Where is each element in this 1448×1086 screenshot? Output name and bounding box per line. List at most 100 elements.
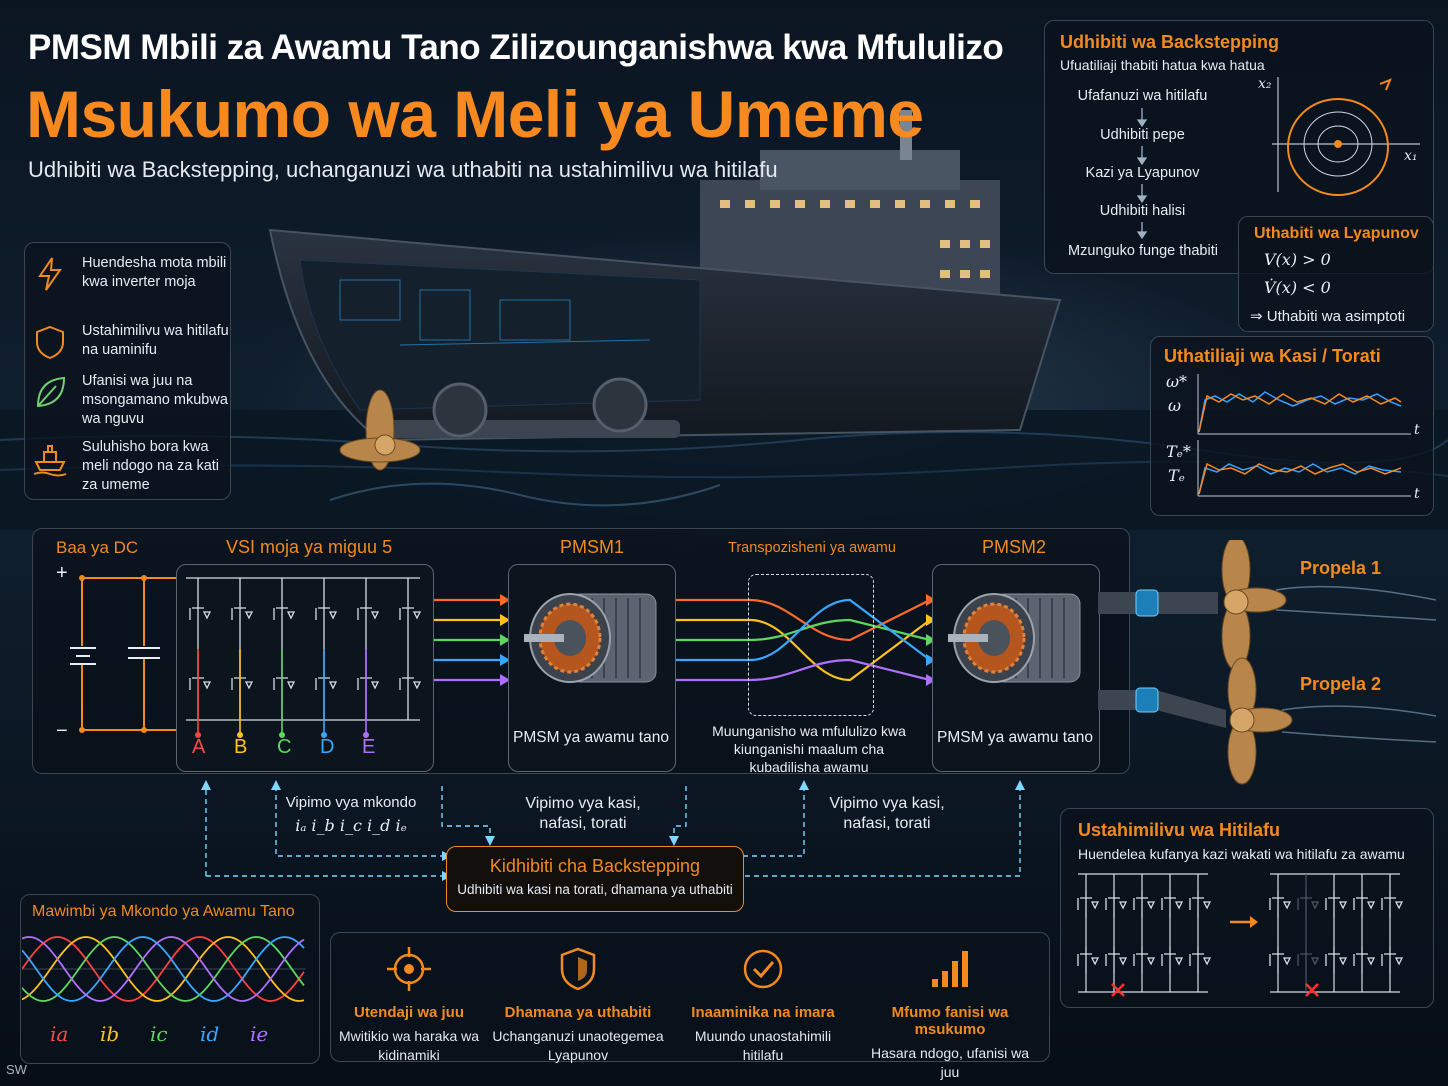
page-subtitle: Udhibiti wa Backstepping, uchanganuzi wa… [28, 157, 778, 182]
phase-current-wave [22, 936, 305, 1002]
step-5: Mzunguko funge thabiti [1068, 243, 1218, 259]
phase-current-wave [22, 936, 305, 1002]
lyapunov-line-2: V̇(x) < 0 [1264, 278, 1331, 297]
step-3: Kazi ya Lyapunov [1085, 165, 1200, 181]
fault-title: Ustahimilivu wa Hitilafu [1078, 820, 1281, 840]
axis-x1-label: x₁ [1404, 148, 1418, 164]
speed-ref-label: ω* [1166, 372, 1188, 391]
phase-current-wave [22, 936, 305, 1002]
backstepping-subtitle: Ufuatiliaji thabiti hatua kwa hatua [1060, 57, 1265, 73]
time-label-2: t [1414, 486, 1420, 502]
lyapunov-panel [1238, 216, 1434, 332]
step-arrows [1136, 108, 1148, 240]
benefit-title: Inaaminika na imara [691, 1004, 835, 1021]
transposition-box [748, 574, 874, 716]
current-variables: iₐ i_b i_c i_d iₑ [295, 816, 407, 835]
vsi-switches [186, 577, 422, 738]
check-circle-icon [743, 949, 783, 989]
phase-portrait [1272, 77, 1420, 196]
wave-label-ie: ie [250, 1022, 269, 1046]
benefit-item: Utendaji wa juu Mwitikio wa haraka wa ki… [334, 945, 484, 1065]
phase-wires [434, 594, 936, 686]
phase-d-label: D [320, 736, 335, 758]
propeller-2-label: Propela 2 [1300, 674, 1382, 694]
lightning-icon [38, 257, 62, 291]
backstepping-title: Udhibiti wa Backstepping [1060, 32, 1280, 52]
pmsm1-motor-icon [524, 593, 657, 683]
target-icon [387, 947, 431, 991]
feature-text: Ufanisi wa juu na msongamano mkubwa wa n… [82, 373, 228, 427]
leaf-icon [36, 376, 66, 408]
ship-icon [33, 445, 67, 477]
tracking-plots [1197, 374, 1411, 497]
phase-node [363, 732, 369, 738]
dc-bus-label: Baa ya DC [56, 538, 139, 557]
phase-c-label: C [277, 736, 292, 758]
pmsm2-motor-icon [948, 593, 1081, 683]
benefit-title: Utendaji wa juu [353, 1004, 464, 1021]
transposition-description: Muunganisho wa mfululizo kwa kiunganishi… [712, 723, 906, 775]
vsi-block [176, 564, 434, 772]
benefit-desc: Uchanganuzi unaotegemea Lyapunov [492, 1028, 664, 1063]
feature-text: Ustahimilivu wa hitilafu na uaminifu [82, 323, 229, 358]
benefit-title: Mfumo fanisi wa msukumo [891, 1004, 1009, 1038]
page-title: PMSM Mbili za Awamu Tano Zilizounganishw… [28, 28, 1004, 67]
features-panel [24, 242, 231, 500]
phase-node [237, 732, 243, 738]
tracking-panel [1150, 336, 1434, 516]
feature-item: Ustahimilivu wa hitilafu na uaminifu [30, 322, 230, 362]
time-label-1: t [1414, 422, 1420, 438]
shield-icon [36, 325, 64, 360]
pmsm2-description: PMSM ya awamu tano [937, 729, 1093, 746]
pmsm1-description: PMSM ya awamu tano [513, 729, 669, 746]
speed-label: ω [1168, 396, 1182, 415]
step-2: Udhibiti pepe [1100, 127, 1185, 143]
torque-label: Tₑ [1168, 466, 1185, 485]
shield-check-icon [560, 947, 596, 991]
phase-node [279, 732, 285, 738]
feature-text: Suluhisho bora kwa meli ndogo na za kati… [82, 439, 220, 493]
backstepping-controller [446, 846, 744, 912]
current-measurement-label: Vipimo vya mkondo [285, 794, 417, 811]
feedback-paths [201, 780, 1025, 881]
speed-measurement-1: Vipimo vya kasi, nafasi, torati [525, 795, 641, 832]
benefit-item: Dhamana ya uthabiti Uchanganuzi unaotege… [488, 945, 668, 1065]
phase-b-label: B [234, 736, 248, 758]
axis-x2-label: x₂ [1258, 76, 1272, 92]
wave-label-id: id [200, 1022, 220, 1046]
minus-terminal: − [56, 720, 68, 742]
pmsm1-label: PMSM1 [560, 537, 625, 557]
dc-bus-circuit [70, 575, 180, 733]
phase-e-label: E [362, 736, 376, 758]
phase-current-wave [22, 936, 305, 1002]
feature-item: Huendesha mota mbili kwa inverter moja [30, 254, 230, 294]
transposition-label: Transpozisheni ya awamu [728, 540, 896, 556]
torque-ref-label: Tₑ* [1166, 442, 1191, 461]
speed-measurement-2: Vipimo vya kasi, nafasi, torati [829, 795, 945, 832]
fault-inverter-diagram [1077, 873, 1404, 997]
phase-node [195, 732, 201, 738]
fault-description: Huendelea kufanya kazi wakati wa hitilaf… [1078, 846, 1405, 862]
benefit-item: Mfumo fanisi wa msukumo Hasara ndogo, uf… [860, 945, 1040, 1082]
benefit-desc: Hasara ndogo, ufanisi wa juu [871, 1045, 1029, 1080]
phase-a-label: A [192, 736, 206, 758]
wave-label-ia: ia [50, 1022, 69, 1046]
five-phase-waveforms [22, 936, 306, 1002]
benefit-desc: Muundo unaostahimili hitilafu [694, 1028, 832, 1063]
feature-item: Ufanisi wa juu na msongamano mkubwa wa n… [30, 372, 230, 429]
controller-description: Udhibiti wa kasi na torati, dhamana ya u… [457, 882, 733, 897]
vsi-label: VSI moja ya miguu 5 [226, 537, 393, 557]
phase-node [321, 732, 327, 738]
waveforms-title: Mawimbi ya Mkondo ya Awamu Tano [32, 903, 295, 920]
propeller-1-label: Propela 1 [1300, 558, 1382, 578]
feature-text: Huendesha mota mbili kwa inverter moja [82, 255, 227, 290]
wave-label-ib: ib [100, 1022, 120, 1046]
controller-title: Kidhibiti cha Backstepping [489, 856, 701, 876]
corner-label: SW [6, 1062, 27, 1077]
step-4: Udhibiti halisi [1099, 203, 1186, 219]
main-title: Msukumo wa Meli ya Umeme [26, 77, 924, 151]
tracking-title: Uthatiliaji wa Kasi / Torati [1164, 346, 1381, 366]
step-1: Ufafanuzi wa hitilafu [1077, 88, 1208, 104]
lyapunov-title: Uthabiti wa Lyapunov [1254, 225, 1419, 242]
pmsm2-label: PMSM2 [982, 537, 1047, 557]
